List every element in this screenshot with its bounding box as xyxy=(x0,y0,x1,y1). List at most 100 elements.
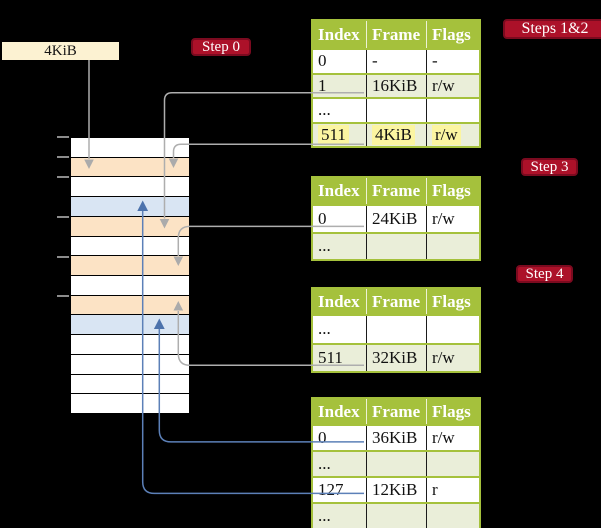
frame-cell: - xyxy=(366,50,426,73)
frame-cell xyxy=(366,452,426,476)
index-cell: ... xyxy=(318,319,331,339)
memory-row-mapped-frame xyxy=(71,315,189,336)
memory-row-plain xyxy=(71,374,189,395)
table-row: 0 -- xyxy=(313,48,479,73)
highlighted-value: 511 xyxy=(318,124,349,145)
steps-1-2-badge: Steps 1&2 xyxy=(503,19,601,39)
header-cell-flags: Flags xyxy=(426,178,479,204)
index-cell: 0 xyxy=(318,51,327,71)
memory-tick xyxy=(57,176,69,178)
memory-tick xyxy=(57,295,69,297)
frame-cell: 24KiB xyxy=(366,206,426,232)
memory-tick xyxy=(57,216,69,218)
index-cell: ... xyxy=(318,506,331,525)
index-cell: ... xyxy=(318,454,331,473)
header-cell-flags: Flags xyxy=(426,399,479,424)
memory-row-page-table xyxy=(71,295,189,316)
frame-cell: 36KiB xyxy=(366,426,426,450)
memory-row-plain xyxy=(71,236,189,257)
table-row: ... xyxy=(313,502,479,528)
flags-cell xyxy=(426,316,479,343)
index-cell: 0 xyxy=(318,428,327,447)
step-4-label: Step 4 xyxy=(525,265,564,282)
memory-row-plain xyxy=(71,354,189,375)
header-cell-flags: Flags xyxy=(426,21,479,48)
frame-cell: 4KiB xyxy=(366,123,426,146)
flags-cell xyxy=(426,233,479,259)
flags-cell: r/w xyxy=(426,426,479,450)
memory-row-plain xyxy=(71,276,189,296)
header-cell-index: Index xyxy=(318,24,360,44)
index-cell: 1 xyxy=(318,75,327,95)
flags-cell: r/w xyxy=(426,74,479,97)
table-row: ... xyxy=(313,231,479,259)
header-cell-flags: Flags xyxy=(426,289,479,314)
memory-row-mapped-frame xyxy=(71,197,189,217)
header-cell-frame: Frame xyxy=(366,21,426,48)
memory-row-plain xyxy=(71,177,189,198)
header-cell-index: Index xyxy=(318,181,360,200)
index-cell: 127 xyxy=(318,480,344,499)
index-cell: ... xyxy=(318,236,331,256)
header-cell-frame: Frame xyxy=(366,399,426,424)
frame-cell xyxy=(366,99,426,122)
frame-cell xyxy=(366,233,426,259)
highlighted-value: 4KiB xyxy=(372,124,415,145)
memory-tick xyxy=(57,136,69,138)
step-4-badge: Step 4 xyxy=(516,265,573,283)
flags-cell: r/w xyxy=(426,344,479,371)
header-cell-index: Index xyxy=(318,401,360,421)
table-row: ... xyxy=(313,97,479,122)
highlighted-value: r/w xyxy=(432,124,461,145)
index-cell: 511 xyxy=(313,124,366,147)
index-cell: 511 xyxy=(318,347,343,367)
memory-tick xyxy=(57,156,69,158)
table-row: ... xyxy=(313,450,479,476)
free-frame-label: 4KiB xyxy=(44,42,77,59)
flags-cell: r/w xyxy=(426,206,479,232)
memory-row-page-table xyxy=(71,157,189,178)
header-cell-frame: Frame xyxy=(366,289,426,314)
memory-row-plain xyxy=(71,335,189,355)
frame-cell: 12KiB xyxy=(366,478,426,502)
flags-cell xyxy=(426,452,479,476)
physical-memory-table xyxy=(70,137,190,414)
frame-cell: 32KiB xyxy=(366,344,426,371)
memory-row-page-table xyxy=(71,256,189,277)
memory-row-plain xyxy=(71,138,189,158)
table-row: ... xyxy=(313,314,479,343)
frame-cell: 16KiB xyxy=(366,74,426,97)
flags-cell: - xyxy=(426,50,479,73)
table-row: 511 4KiB r/w xyxy=(313,121,479,147)
index-cell: ... xyxy=(318,100,331,120)
frame-cell xyxy=(366,316,426,343)
memory-tick xyxy=(57,256,69,258)
flags-cell xyxy=(426,99,479,122)
flags-cell: r xyxy=(426,478,479,502)
flags-cell xyxy=(426,504,479,528)
step-3-label: Step 3 xyxy=(530,158,569,175)
step-0-badge: Step 0 xyxy=(191,38,251,56)
header-cell-frame: Frame xyxy=(366,178,426,204)
step-0-label: Step 0 xyxy=(202,38,240,55)
frame-cell xyxy=(366,504,426,528)
memory-row-page-table xyxy=(71,216,189,237)
header-cell-index: Index xyxy=(318,291,360,311)
flags-cell: r/w xyxy=(426,123,479,146)
step-3-badge: Step 3 xyxy=(521,158,578,176)
free-frame-box: 4KiB xyxy=(2,42,119,60)
memory-row-plain xyxy=(71,394,189,414)
